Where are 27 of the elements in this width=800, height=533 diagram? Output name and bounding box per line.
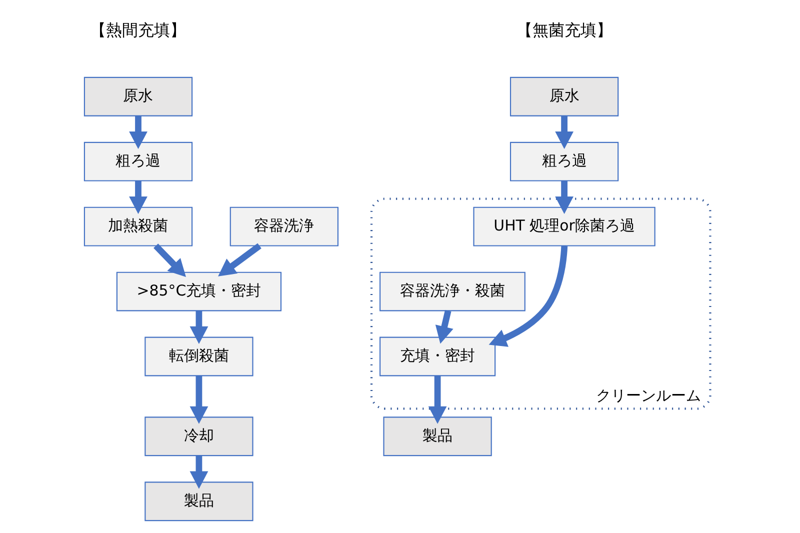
label: 【無菌充填】: [516, 20, 612, 40]
arrow: [129, 116, 148, 150]
arrow: [154, 244, 186, 278]
arrow: [218, 243, 262, 276]
node-box: 粗ろ過: [510, 142, 619, 182]
arrow: [435, 310, 454, 344]
node-box: UHT 処理or除菌ろ過: [473, 206, 656, 246]
arrow: [190, 456, 208, 489]
node-box: 転倒殺菌: [144, 336, 254, 376]
arrow: [555, 180, 574, 214]
node-box: 原水: [510, 76, 619, 116]
arrow: [190, 310, 208, 344]
node-box: 製品: [383, 416, 492, 456]
node-box: 冷却: [144, 416, 254, 456]
arrow: [129, 180, 148, 214]
node-box: 粗ろ過: [84, 142, 193, 182]
node-box: 加熱殺菌: [84, 206, 193, 246]
node-box: 容器洗浄: [230, 206, 338, 246]
node-box: 充填・密封: [380, 336, 496, 376]
node-box: 製品: [144, 482, 254, 522]
arrow: [488, 246, 568, 347]
arrow: [555, 116, 574, 150]
label: 【熱間充填】: [90, 20, 186, 40]
arrow: [190, 376, 208, 424]
node-box: 容器洗浄・殺菌: [380, 272, 526, 312]
node-box: 原水: [84, 76, 193, 116]
node-box: >85°C充填・密封: [116, 272, 282, 312]
